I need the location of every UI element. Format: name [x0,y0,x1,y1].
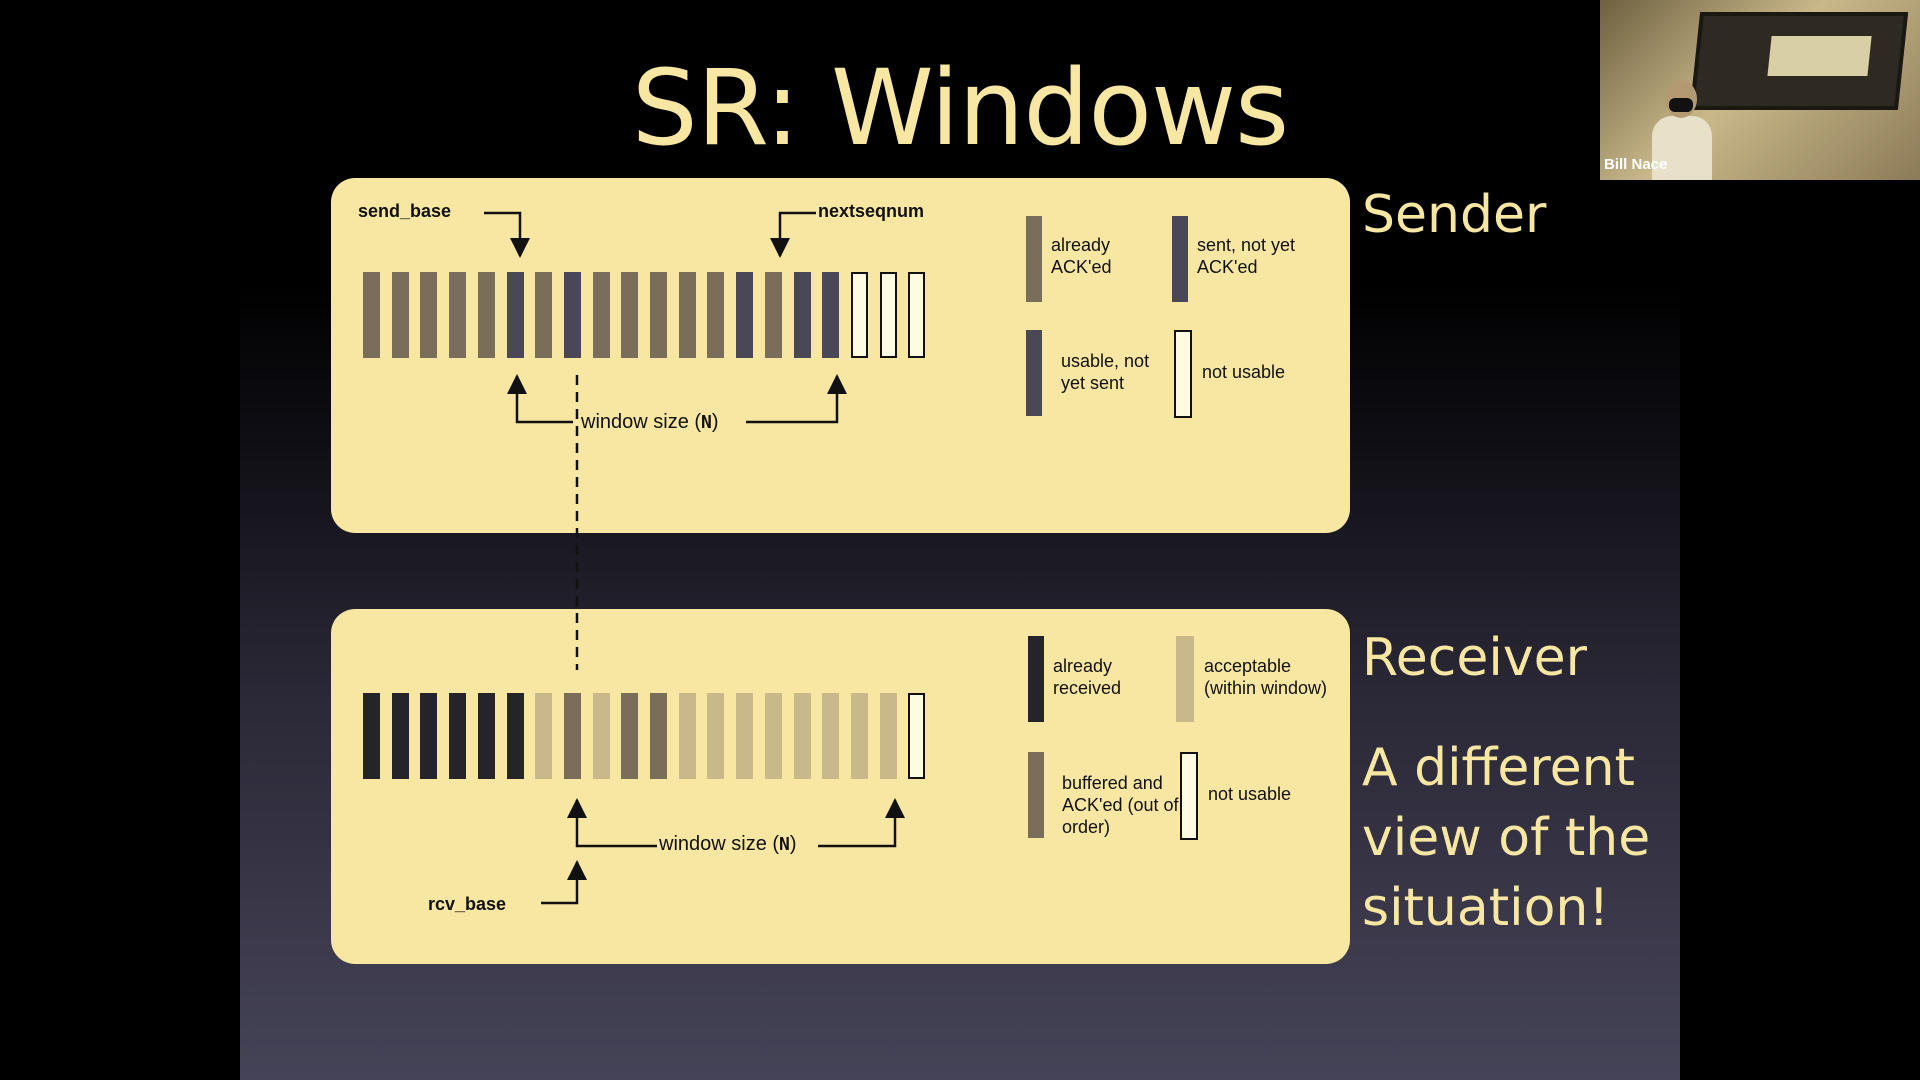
legend-not-usable-swatch [1174,330,1192,418]
receiver-segment-acceptable [678,693,696,779]
legend-usable-label: usable, not yet sent [1061,351,1150,393]
sender-segment-acked [535,272,553,358]
sender-segment-not-usable [879,272,897,358]
receiver-segment-acceptable [535,693,553,779]
sender-segment-sent [793,272,811,358]
sender-segment-sent [563,272,581,358]
receiver-segment-received [506,693,524,779]
receiver-segment-received [391,693,409,779]
legend-acceptable-label: acceptable (within window) [1204,656,1328,698]
sender-segment-usable [822,272,840,358]
sender-segment-acked [678,272,696,358]
sender-segment-not-usable [908,272,926,358]
presenter-torso [1652,116,1712,180]
webcam-name-label: Bill Nace [1604,156,1668,173]
sender-segment-acked [592,272,610,358]
webcam-thumbnail[interactable]: Bill Nace [1600,0,1920,180]
sender-segment-acked [420,272,438,358]
receiver-segment-acceptable [879,693,897,779]
receiver-segment-acceptable [793,693,811,779]
legend-buffered-label: buffered and ACK'ed (out of order) [1062,773,1179,837]
nextseqnum-label: nextseqnum [818,201,925,221]
receiver-segment-acceptable [822,693,840,779]
legend-usable-swatch [1026,330,1042,416]
sender-segment-sent [736,272,754,358]
rcv-base-label: rcv_base [428,894,507,914]
sender-segment-acked [363,272,380,358]
sender-segment-acked [650,272,667,358]
legend-not-usable-label: not usable [1202,362,1286,382]
sender-panel: send_base nextseqnum window size (N) alr… [331,178,1350,533]
legend-received-label: already received [1053,656,1122,698]
receiver-segment-acceptable [707,693,725,779]
receiver-segment-buffered [621,693,639,779]
legend-sent-label: sent, not yet ACK'ed [1197,235,1296,277]
receiver-window-size-label: window size (N) [659,833,797,855]
situation-note: A different view of the situation! [1362,733,1650,943]
sender-heading: Sender [1362,185,1547,245]
send-base-label: send_base [358,201,452,221]
receiver-segment-acceptable [764,693,782,779]
note-line: A different [1362,738,1635,798]
presenter-mask [1669,98,1693,112]
sender-segment-acked [764,272,782,358]
receiver-segment-buffered [650,693,667,779]
legend-acked-label: already ACK'ed [1051,235,1112,277]
sender-segment-sent [506,272,524,358]
projector-screen [1689,12,1909,110]
receiver-segment-acceptable [592,693,610,779]
legend-received-swatch [1028,636,1044,722]
note-line: view of the [1362,808,1651,868]
legend-acceptable-swatch [1176,636,1194,722]
sender-window-size-label: window size (N) [581,411,719,433]
receiver-segment-received [420,693,438,779]
sender-segment-acked [621,272,639,358]
legend-acked-swatch [1026,216,1042,302]
receiver-heading: Receiver [1362,628,1587,688]
receiver-segment-acceptable [850,693,868,779]
slide-title: SR: Windows [631,47,1289,169]
receiver-segment-received [477,693,495,779]
legend-buffered-swatch [1028,752,1044,838]
presenter-figure [1652,80,1712,180]
receiver-segment-received [363,693,380,779]
receiver-panel: window size (N) rcv_base already receive… [331,609,1350,964]
sender-segment-acked [391,272,409,358]
legend-receiver-not-usable-swatch [1180,752,1198,840]
sender-segment-acked [477,272,495,358]
sender-segment-acked [707,272,725,358]
legend-sent-swatch [1172,216,1188,302]
receiver-segment-not-usable [908,693,926,779]
legend-receiver-not-usable-label: not usable [1208,784,1292,804]
projected-slide [1767,36,1872,76]
receiver-segment-buffered [563,693,581,779]
receiver-segment-received [449,693,467,779]
sender-segment-not-usable [850,272,868,358]
receiver-segment-acceptable [736,693,754,779]
sender-segment-acked [449,272,467,358]
note-line: situation! [1362,878,1610,938]
